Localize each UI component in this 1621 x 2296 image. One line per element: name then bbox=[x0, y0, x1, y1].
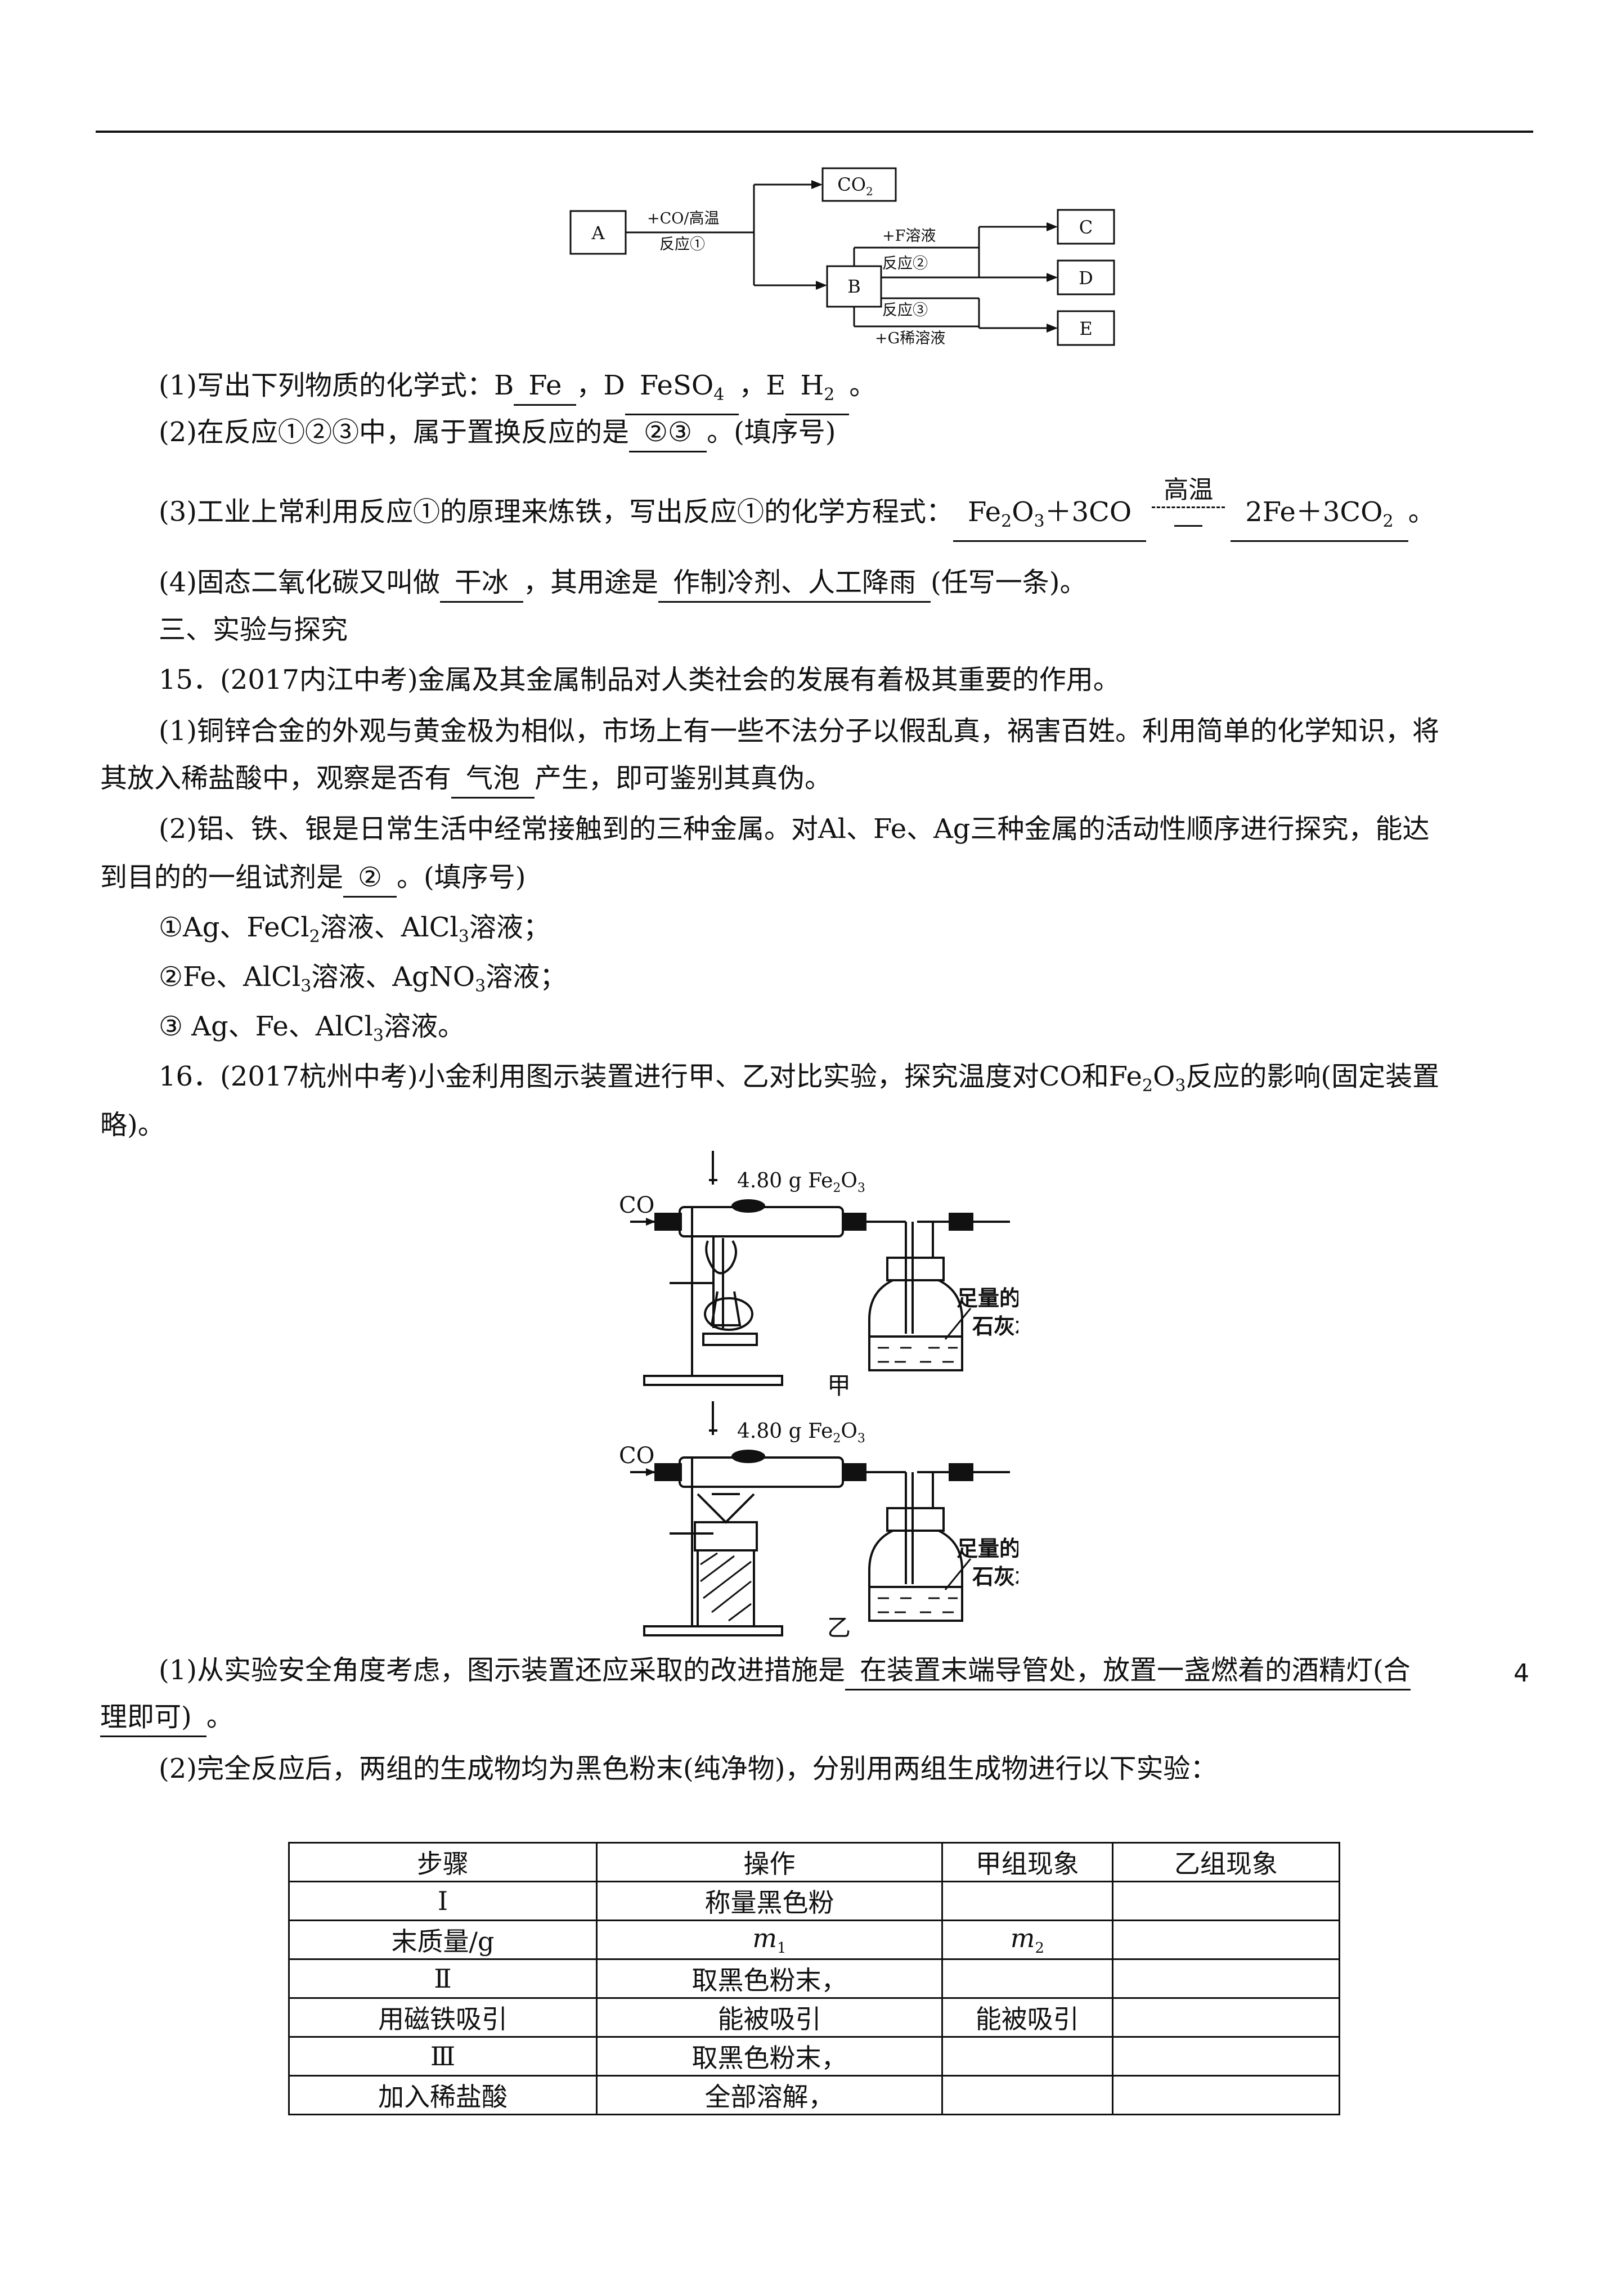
q15-option-2: ②Fe、AlCl3溶液、AgNO3溶液； bbox=[159, 961, 567, 996]
svg-text:4.80 g Fe2O3: 4.80 g Fe2O3 bbox=[737, 1169, 865, 1195]
svg-text:CO: CO bbox=[619, 1443, 654, 1469]
table-cell: 用磁铁吸引 bbox=[288, 1997, 598, 2038]
table-header-row: 步骤操作甲组现象乙组现象 bbox=[288, 1842, 1341, 1882]
table-cell bbox=[941, 1881, 1113, 1921]
table-cell: 取黑色粉末， bbox=[596, 1958, 943, 1999]
arrow1-bot: 反应① bbox=[659, 236, 705, 253]
apparatus-jia: CO 4.80 g Fe2O3 足量的澄清 石灰水 bbox=[619, 1151, 1018, 1386]
arrow1-top: +CO/高温 bbox=[647, 210, 720, 227]
q16-title-1: 16．(2017杭州中考)小金利用图示装置进行甲、乙对比实验，探究温度对CO和F… bbox=[159, 1061, 1440, 1096]
table-cell bbox=[1111, 1881, 1341, 1921]
f-label: +F溶液 bbox=[882, 227, 936, 245]
apparatus-yi: CO 4.80 g Fe2O3 足量的澄清 石灰水 bbox=[619, 1401, 1018, 1636]
table-header-cell: 甲组现象 bbox=[941, 1842, 1113, 1882]
q15-option-1: ①Ag、FeCl2溶液、AlCl3溶液； bbox=[159, 912, 550, 947]
page-number: 4 bbox=[1514, 1659, 1529, 1688]
q16-title-2: 略)。 bbox=[100, 1109, 165, 1141]
caption-jia: 甲 bbox=[827, 1372, 851, 1400]
table-cell: 取黑色粉末， bbox=[596, 2036, 943, 2077]
table-cell bbox=[1111, 1997, 1341, 2038]
q15-p2a: (2)铝、铁、银是日常生活中经常接触到的三种金属。对Al、Fe、Ag三种金属的活… bbox=[159, 813, 1430, 845]
table-row: 用磁铁吸引能被吸引能被吸引 bbox=[288, 1997, 1341, 2038]
caption-yi: 乙 bbox=[827, 1614, 851, 1642]
table-cell bbox=[1111, 2036, 1341, 2077]
table-cell: m1 bbox=[596, 1920, 943, 1960]
table-cell: 末质量/g bbox=[288, 1920, 598, 1960]
svg-text:足量的澄清: 足量的澄清 bbox=[957, 1536, 1018, 1561]
q16-p1a: (1)从实验安全角度考虑，图示装置还应采取的改进措施是在装置末端导管处，放置一盏… bbox=[159, 1652, 1526, 1690]
table-row: 加入稀盐酸全部溶解， bbox=[288, 2075, 1341, 2115]
svg-text:4.80 g Fe2O3: 4.80 g Fe2O3 bbox=[737, 1420, 865, 1446]
table-cell bbox=[1111, 1920, 1341, 1960]
section-title: 三、实验与探究 bbox=[159, 614, 348, 645]
table-cell: 能被吸引 bbox=[596, 1997, 943, 2038]
table-cell: Ⅲ bbox=[288, 2036, 598, 2077]
table-header-cell: 操作 bbox=[596, 1842, 943, 1882]
flow-box-e: E bbox=[1079, 318, 1092, 339]
flow-box-b: B bbox=[847, 276, 861, 297]
top-rule bbox=[96, 131, 1533, 133]
table-cell bbox=[1111, 2075, 1341, 2115]
reaction-flow-diagram: A CO2 B C D E +CO/高温 反应① +F溶液 反应② 反应③ +G… bbox=[569, 167, 1115, 347]
flow-box-d: D bbox=[1079, 267, 1093, 289]
r3-label: 反应③ bbox=[882, 302, 928, 319]
table-cell: m2 bbox=[941, 1920, 1113, 1960]
table-cell bbox=[941, 1958, 1113, 1999]
table-cell: 全部溶解， bbox=[596, 2075, 943, 2115]
table-header-cell: 步骤 bbox=[288, 1842, 598, 1882]
table-header-cell: 乙组现象 bbox=[1111, 1842, 1341, 1882]
limewater-label-2: 石灰水 bbox=[972, 1313, 1018, 1339]
q15-option-3: ③ Ag、Fe、AlCl3溶液。 bbox=[159, 1011, 465, 1046]
r2-label: 反应② bbox=[882, 255, 928, 272]
co-label: CO bbox=[619, 1192, 654, 1218]
table-cell: 称量黑色粉 bbox=[596, 1881, 943, 1921]
q16-p2: (2)完全反应后，两组的生成物均为黑色粉末(纯净物)，分别用两组生成物进行以下实… bbox=[159, 1753, 1218, 1784]
g-label: +G稀溶液 bbox=[875, 330, 945, 347]
flow-box-a: A bbox=[591, 222, 605, 244]
table-cell: 加入稀盐酸 bbox=[288, 2075, 598, 2115]
table-cell: Ⅰ bbox=[288, 1881, 598, 1921]
table-cell: 能被吸引 bbox=[941, 1997, 1113, 2038]
q14-part3: (3)工业上常利用反应①的原理来炼铁，写出反应①的化学方程式：Fe2O3＋3CO… bbox=[159, 476, 1599, 542]
q14-part4: (4)固态二氧化碳又叫做干冰，其用途是作制冷剂、人工降雨(任写一条)。 bbox=[159, 564, 1599, 603]
svg-text:CO2: CO2 bbox=[837, 174, 873, 198]
q15-p1a: (1)铜锌合金的外观与黄金极为相似，市场上有一些不法分子以假乱真，祸害百姓。利用… bbox=[159, 715, 1439, 747]
q15-p1b: 其放入稀盐酸中，观察是否有气泡产生，即可鉴别其真伪。 bbox=[100, 760, 1541, 799]
table-cell bbox=[941, 2075, 1113, 2115]
table-cell bbox=[1111, 1958, 1341, 1999]
flow-box-c: C bbox=[1079, 217, 1093, 238]
q16-p1b: 理即可)。 bbox=[100, 1698, 1541, 1737]
q15-title: 15．(2017内江中考)金属及其金属制品对人类社会的发展有着极其重要的作用。 bbox=[159, 664, 1120, 696]
limewater-label-1: 足量的澄清 bbox=[957, 1285, 1018, 1311]
table-cell: Ⅱ bbox=[288, 1958, 598, 1999]
svg-text:石灰水: 石灰水 bbox=[972, 1564, 1018, 1589]
table-cell bbox=[941, 2036, 1113, 2077]
